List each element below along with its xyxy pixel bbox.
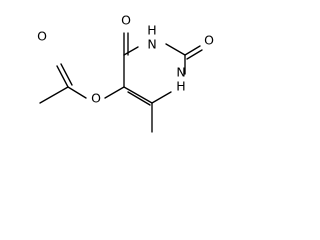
- label-o-ester: O: [91, 91, 101, 106]
- label-o-carbonyl-top: O: [121, 13, 131, 28]
- bond-c2-n3: [165, 43, 186, 56]
- atom-labels: H N N H O O O O: [37, 13, 214, 106]
- label-n-top: N: [147, 37, 156, 52]
- bond-o-acyl: [67, 86, 87, 99]
- molecule-structure: H N N H O O O O: [37, 13, 214, 133]
- bond-c5-o-ester: [104, 86, 125, 99]
- label-nh-top-h: H: [147, 23, 156, 38]
- label-o-acetyl: O: [37, 29, 47, 44]
- acetyl-methyl-bond: [39, 86, 69, 104]
- label-o-carbonyl-right: O: [204, 33, 214, 48]
- pyrimidine-ring: [123, 43, 186, 106]
- label-nh-bottom-h: H: [176, 79, 185, 94]
- bond-n3-c4: [123, 46, 139, 56]
- label-n-bottom: N: [176, 65, 185, 80]
- bond-c6-n1: [151, 91, 172, 104]
- bond-c5-c6-double: [127, 91, 151, 106]
- acetyl-carbonyl: [56, 63, 73, 88]
- carbonyl-c4: [123, 32, 129, 56]
- bond-c5-c6: [123, 86, 153, 104]
- carbonyl-c2: [184, 45, 203, 60]
